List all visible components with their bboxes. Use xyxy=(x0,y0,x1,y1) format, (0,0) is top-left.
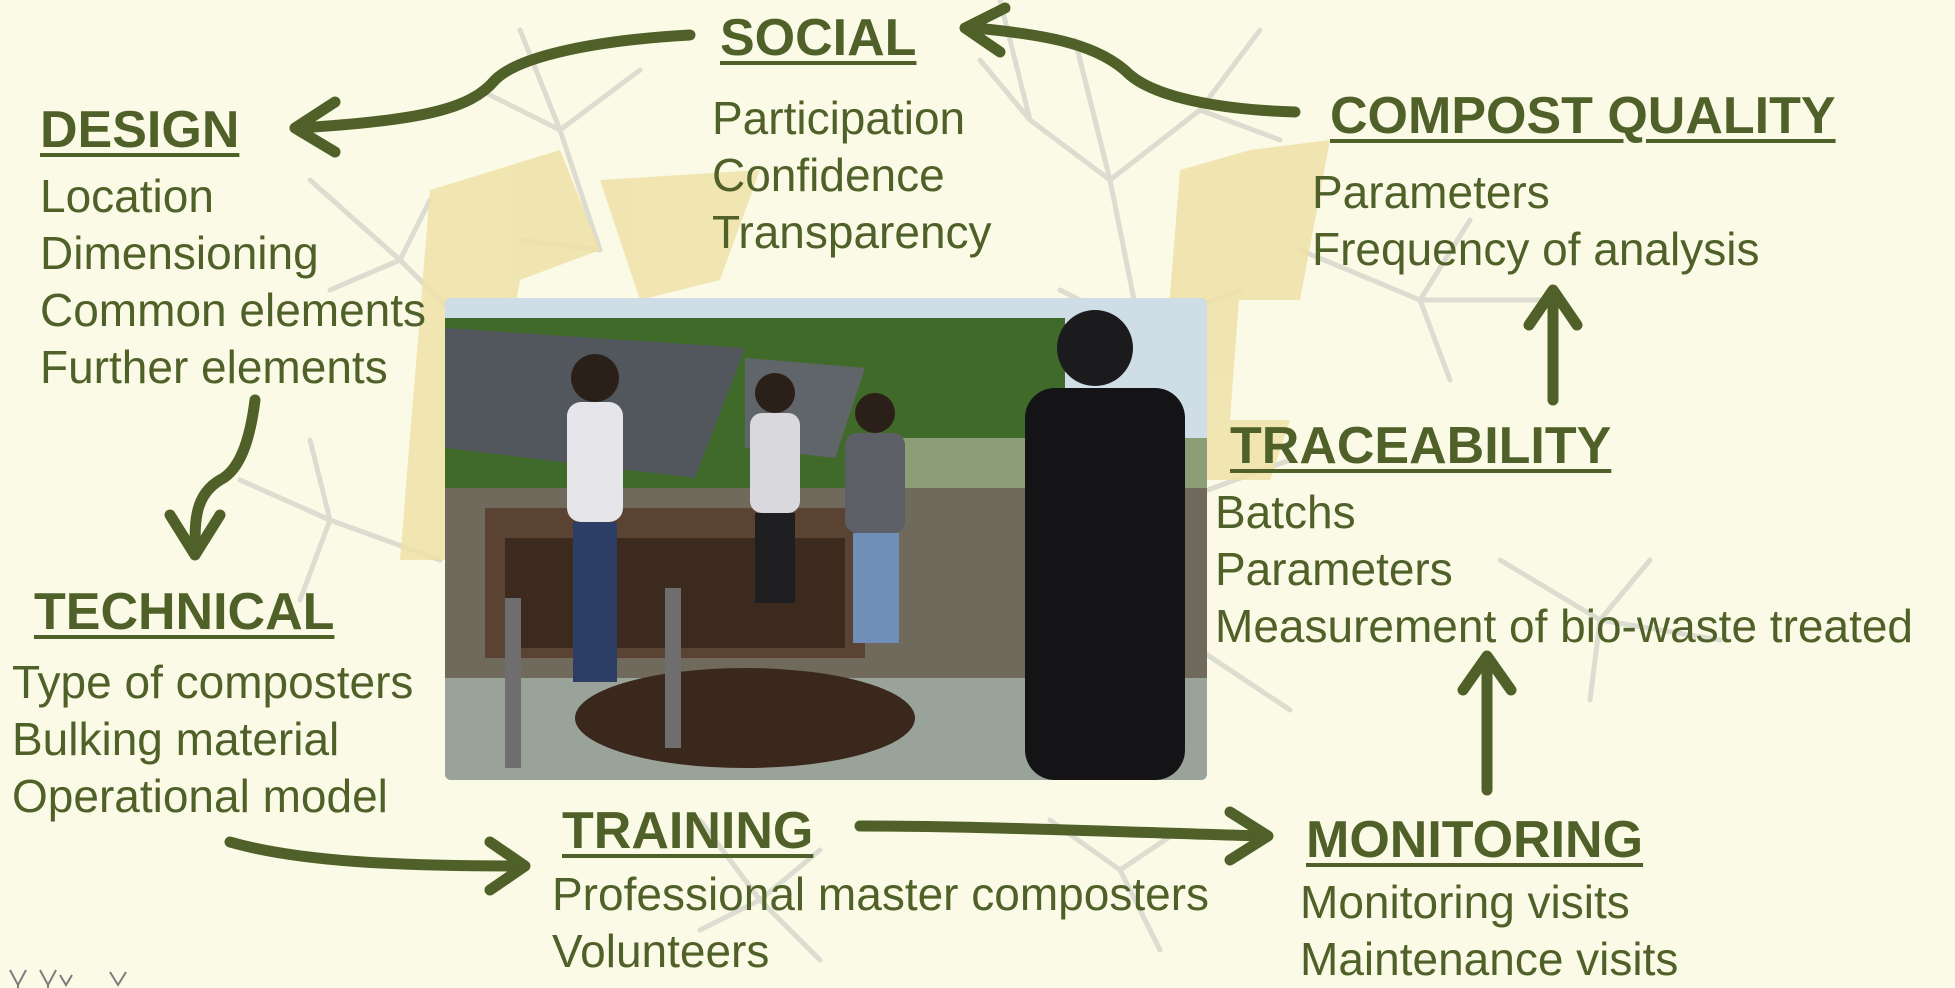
traceability-list: Batchs Parameters Measurement of bio-was… xyxy=(1215,484,1913,655)
design-item: Common elements xyxy=(40,284,427,336)
social-item: Transparency xyxy=(712,206,992,258)
person-foreground xyxy=(1025,310,1185,780)
technical-item: Bulking material xyxy=(12,713,340,765)
social-item: Participation xyxy=(712,92,966,144)
technical-item: Operational model xyxy=(12,770,388,822)
corner-trees-icon xyxy=(9,969,127,988)
compost-quality-list: Parameters Frequency of analysis xyxy=(1312,164,1759,278)
design-item: Location xyxy=(40,170,214,222)
design-item: Dimensioning xyxy=(40,227,319,279)
compost-quality-heading: COMPOST QUALITY xyxy=(1330,87,1836,145)
compost-quality-item: Frequency of analysis xyxy=(1312,223,1760,275)
social-list: Participation Confidence Transparency xyxy=(712,90,992,261)
training-list: Professional master composters Volunteer… xyxy=(552,866,1209,980)
traceability-heading: TRACEABILITY xyxy=(1230,417,1612,475)
composting-site-photo xyxy=(445,298,1207,780)
person-center xyxy=(750,373,800,603)
training-item: Professional master composters xyxy=(552,868,1210,920)
technical-list: Type of composters Bulking material Oper… xyxy=(12,654,413,825)
person-right-center xyxy=(845,393,905,643)
monitoring-item: Monitoring visits xyxy=(1300,876,1630,928)
monitoring-list: Monitoring visits Maintenance visits xyxy=(1300,874,1678,988)
design-item: Further elements xyxy=(40,341,388,393)
social-heading: SOCIAL xyxy=(720,9,917,67)
person-left xyxy=(567,354,623,682)
monitoring-heading: MONITORING xyxy=(1306,811,1644,869)
traceability-item: Measurement of bio-waste treated xyxy=(1215,600,1914,652)
design-list: Location Dimensioning Common elements Fu… xyxy=(40,168,426,396)
technical-item: Type of composters xyxy=(12,656,414,708)
social-item: Confidence xyxy=(712,149,945,201)
compost-quality-item: Parameters xyxy=(1312,166,1550,218)
traceability-item: Parameters xyxy=(1215,543,1453,595)
monitoring-item: Maintenance visits xyxy=(1300,933,1679,985)
training-heading: TRAINING xyxy=(562,802,814,860)
design-heading: DESIGN xyxy=(40,101,240,159)
technical-heading: TECHNICAL xyxy=(34,583,335,641)
training-item: Volunteers xyxy=(552,925,770,977)
traceability-item: Batchs xyxy=(1215,486,1356,538)
